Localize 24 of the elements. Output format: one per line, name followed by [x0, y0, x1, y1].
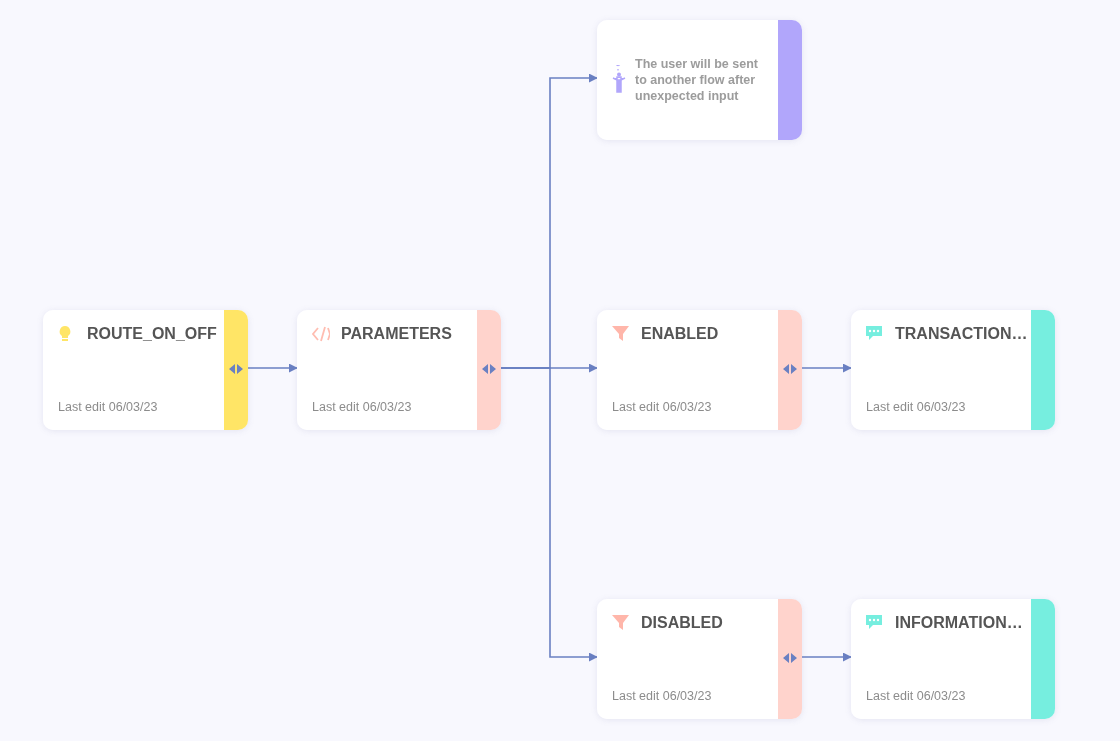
note-text: The user will be sent to another flow after unexpected input	[635, 56, 759, 104]
flow-card	[851, 599, 1055, 719]
card-title: TRANSACTION…	[895, 325, 1028, 343]
last-edit-date: Last edit 06/03/23	[866, 400, 966, 414]
last-edit-date: Last edit 06/03/23	[612, 400, 712, 414]
flow-card	[297, 310, 501, 430]
flow-card	[851, 310, 1055, 430]
flow-card	[43, 310, 248, 430]
arrow	[801, 363, 852, 373]
flow-card	[597, 20, 802, 140]
last-edit-date: Last edit 06/03/23	[866, 689, 966, 703]
last-edit-date: Last edit 06/03/23	[58, 400, 158, 414]
flow-card	[597, 599, 802, 719]
last-edit-date: Last edit 06/03/23	[312, 400, 412, 414]
card-title: DISABLED	[641, 614, 723, 632]
flow-card	[597, 310, 802, 430]
card-title: INFORMATION…	[895, 614, 1023, 632]
arrow	[801, 652, 852, 662]
card-title: ROUTE_ON_OFF	[87, 325, 217, 343]
arrow	[500, 367, 598, 662]
arrow	[247, 363, 298, 373]
last-edit-date: Last edit 06/03/23	[612, 689, 712, 703]
card-title: ENABLED	[641, 325, 719, 343]
card-title: PARAMETERS	[341, 325, 452, 343]
